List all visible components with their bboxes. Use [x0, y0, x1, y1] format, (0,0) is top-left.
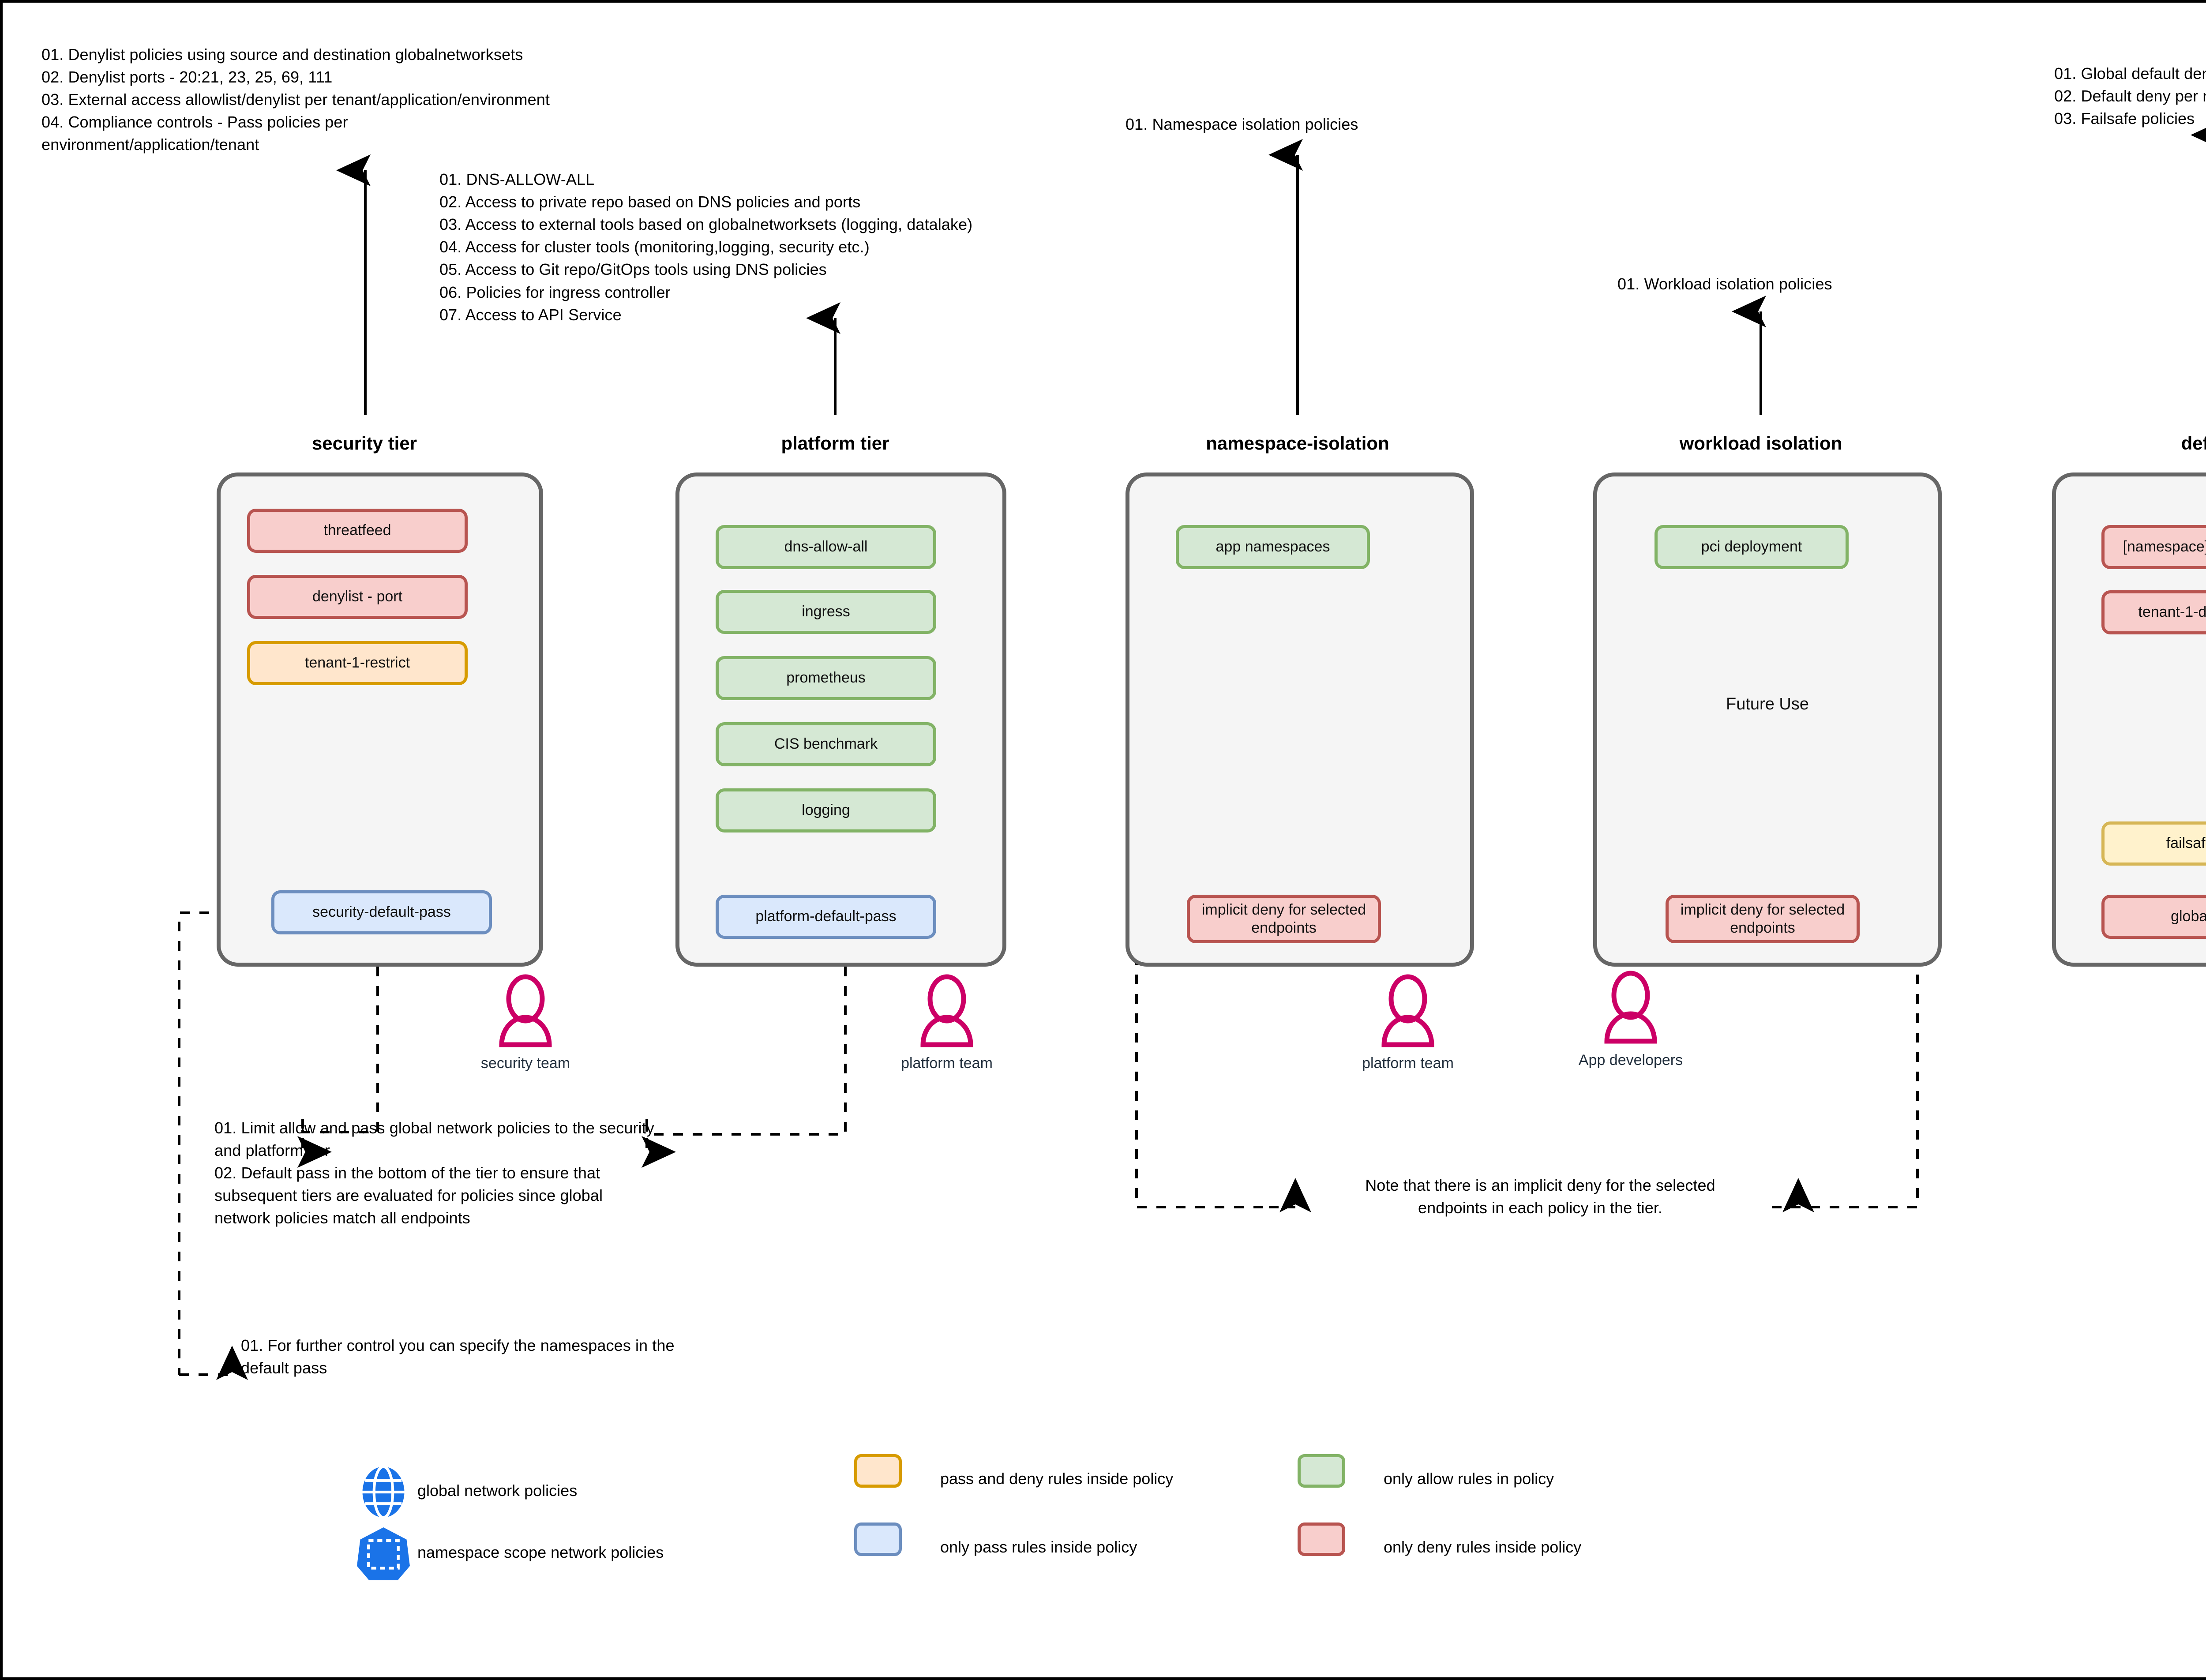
policy-cis-benchmark[interactable]: CIS benchmark — [716, 722, 936, 766]
policy-tenant-1-restrict[interactable]: tenant-1-restrict — [247, 641, 468, 685]
legend-swatch-only-allow — [1298, 1454, 1345, 1488]
policy-logging[interactable]: logging — [716, 788, 936, 832]
policy-dns-allow-all[interactable]: dns-allow-all — [716, 525, 936, 569]
tier-security-tier[interactable]: threatfeed denylist - port tenant-1-rest… — [217, 472, 543, 967]
legend-label-pass-and-deny-rules: pass and deny rules inside policy — [940, 1470, 1174, 1488]
tier-title-text: security tier — [311, 433, 417, 454]
policy-tenant-1-default-deny[interactable]: tenant-1-default-deny — [2101, 590, 2206, 634]
security-tier-note: 01. Denylist policies using source and d… — [41, 45, 550, 154]
tier-title-text: namespace-isolation — [1206, 433, 1389, 454]
legend-label-only-deny-rules: only deny rules inside policy — [1384, 1538, 1582, 1556]
person-label-platform-team-1: platform team — [901, 1055, 993, 1072]
legend-label-global-network-policies: global network policies — [417, 1481, 578, 1500]
legend-label-only-pass-rules: only pass rules inside policy — [940, 1538, 1137, 1556]
platform-tier-note: 01. DNS-ALLOW-ALL 02. Access to private … — [439, 170, 973, 324]
tier-title-text: default tier — [2181, 433, 2206, 454]
tier-title-security: security tier — [210, 433, 519, 454]
tier-title-text: workload isolation — [1679, 433, 1842, 454]
implicit-deny-note: Note that there is an implicit deny for … — [1365, 1176, 1715, 1217]
legend-label-namespace-scope-network-policies: namespace scope network policies — [417, 1543, 664, 1561]
policy-security-default-pass[interactable]: security-default-pass — [271, 890, 492, 934]
legend-swatch-pass-and-deny — [854, 1454, 902, 1488]
tier-title-platform: platform tier — [681, 433, 990, 454]
legend-label-only-allow-rules: only allow rules in policy — [1384, 1470, 1554, 1488]
workload-placeholder-text: Future Use — [1726, 695, 1809, 713]
policy-app-namespaces[interactable]: app namespaces — [1176, 525, 1370, 569]
policy-ingress[interactable]: ingress — [716, 590, 936, 634]
default-tier-note: 01. Global default deny 02. Default deny… — [2054, 64, 2206, 128]
person-label-security-team-1: security team — [480, 1055, 570, 1072]
tier-default-tier[interactable]: [namespace]-default-deny tenant-1-defaul… — [2052, 472, 2206, 967]
policy-platform-default-pass[interactable]: platform-default-pass — [716, 895, 936, 939]
namespace-isolation-note: 01. Namespace isolation policies — [1126, 115, 1358, 133]
tier-workload-isolation[interactable]: pci deployment Future Use implicit deny … — [1593, 472, 1942, 967]
policy-global-deny[interactable]: global-deny — [2101, 895, 2206, 939]
person-icon-group — [499, 971, 1657, 1047]
tier-title-text: platform tier — [781, 433, 889, 454]
person-label-platform-team-2: platform team — [1362, 1055, 1454, 1072]
tier-namespace-isolation[interactable]: app namespaces implicit deny for selecte… — [1126, 472, 1474, 967]
policy-pci-deployment[interactable]: pci deployment — [1654, 525, 1849, 569]
workload-isolation-note: 01. Workload isolation policies — [1617, 275, 1832, 293]
policy-namespace-default-deny[interactable]: [namespace]-default-deny — [2101, 525, 2206, 569]
policy-denylist-port[interactable]: denylist - port — [247, 575, 468, 619]
policy-prometheus[interactable]: prometheus — [716, 656, 936, 700]
global-policy-note: 01. Limit allow and pass global network … — [214, 1119, 654, 1227]
tier-title-namespace-isolation: namespace-isolation — [1121, 433, 1474, 454]
person-label-app-developers: App developers — [1578, 1052, 1683, 1069]
tier-platform-tier[interactable]: dns-allow-all ingress prometheus CIS ben… — [675, 472, 1006, 967]
further-control-note: 01. For further control you can specify … — [241, 1336, 675, 1377]
policy-implicit-deny-namespace[interactable]: implicit deny for selected endpoints — [1187, 895, 1381, 943]
tier-title-default: default tier — [2054, 433, 2206, 454]
legend-swatch-only-pass — [854, 1522, 902, 1556]
policy-threatfeed[interactable]: threatfeed — [247, 509, 468, 553]
legend-swatch-only-deny — [1298, 1522, 1345, 1556]
tier-title-workload-isolation: workload isolation — [1587, 433, 1935, 454]
policy-implicit-deny-workload[interactable]: implicit deny for selected endpoints — [1666, 895, 1860, 943]
policy-failsafe-allow[interactable]: failsafe-allow — [2101, 821, 2206, 866]
